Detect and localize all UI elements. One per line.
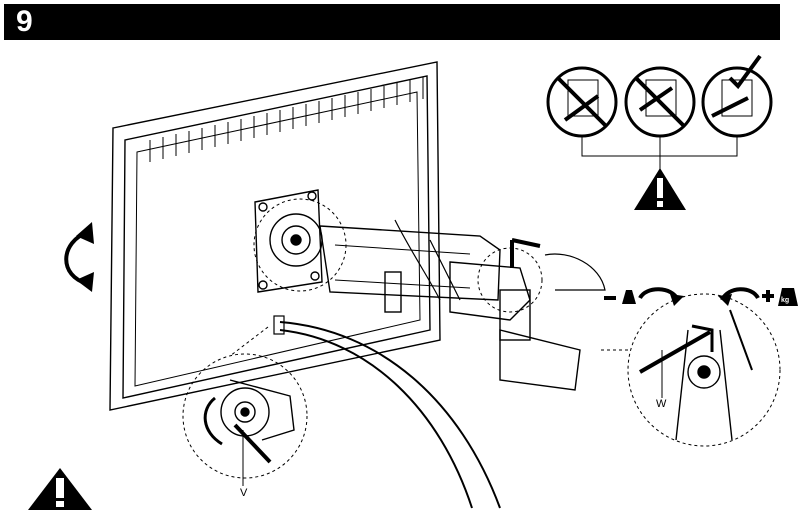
incorrect-usage-examples xyxy=(546,54,773,172)
curved-rotate-arrow-icon xyxy=(64,222,94,292)
mount-and-arm xyxy=(253,189,606,391)
detail-view-w xyxy=(600,293,781,447)
monitor-back xyxy=(109,61,441,411)
plus-weight-icon: kg xyxy=(718,287,798,306)
cable xyxy=(273,315,501,509)
label-w: W xyxy=(656,398,667,410)
step-header-bar: 9 xyxy=(4,4,780,40)
minus-weight-icon xyxy=(604,287,684,306)
detail-view-v xyxy=(182,326,308,486)
label-v: V xyxy=(240,487,248,499)
step-number: 9 xyxy=(16,5,33,38)
warning-triangle-icon xyxy=(28,468,92,510)
kg-label: kg xyxy=(781,297,789,304)
warning-triangle-icon xyxy=(634,168,686,210)
